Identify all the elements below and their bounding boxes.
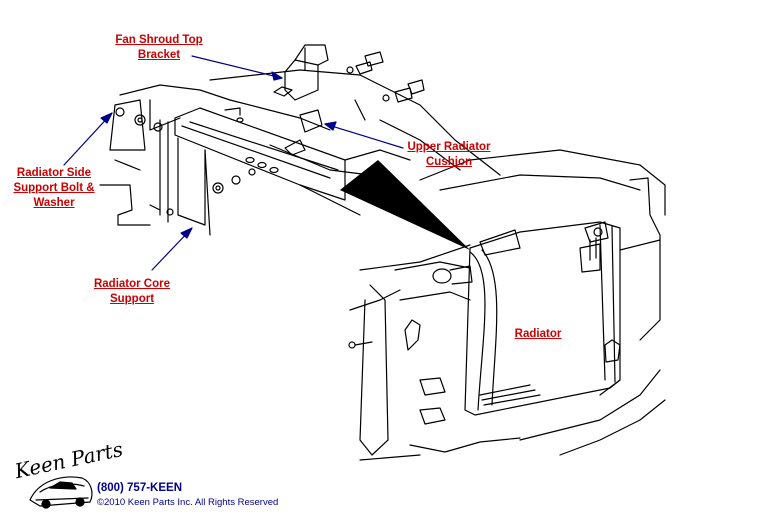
phone-number: (800) 757-KEEN bbox=[97, 482, 183, 494]
copyright-notice: ©2010 Keen Parts Inc. All Rights Reserve… bbox=[97, 497, 279, 508]
leader-arrows bbox=[63, 55, 404, 271]
fan-shroud-arrowhead bbox=[271, 71, 283, 81]
label-radiator-core-support: Radiator Core Support bbox=[80, 277, 184, 307]
zoom-pointer bbox=[340, 160, 470, 250]
label-upper-radiator-cushion: Upper Radiator Cushion bbox=[394, 140, 504, 170]
side-support-line1: Radiator Side bbox=[16, 167, 92, 179]
core-support-line2: Support bbox=[109, 293, 155, 305]
keen-parts-logo-icon bbox=[29, 476, 93, 509]
fan-shroud-line2: Bracket bbox=[137, 49, 181, 61]
cushion-arrow-line bbox=[324, 123, 404, 149]
upper-cushion-drawing bbox=[284, 109, 323, 156]
side-bolt-drawing bbox=[115, 107, 256, 194]
upper-cushion-line2: Cushion bbox=[426, 156, 472, 168]
side-bolt-arrow-line bbox=[63, 112, 113, 166]
label-radiator: Radiator bbox=[503, 327, 573, 342]
label-fan-shroud-top-bracket: Fan Shroud Top Bracket bbox=[104, 33, 214, 63]
engine-bay-drawing bbox=[348, 149, 666, 461]
cushion-arrowhead bbox=[324, 121, 337, 131]
radiator-drawing bbox=[432, 221, 621, 416]
fan-shroud-bracket-drawing bbox=[273, 44, 425, 103]
radiator-line1: Radiator bbox=[514, 328, 562, 340]
side-support-line2: Support Bolt & bbox=[13, 182, 95, 194]
upper-cushion-line1: Upper Radiator bbox=[407, 141, 491, 153]
side-support-line3: Washer bbox=[33, 197, 75, 209]
core-support-line1: Radiator Core bbox=[93, 278, 171, 290]
label-radiator-side-support-bolt: Radiator Side Support Bolt & Washer bbox=[4, 166, 104, 211]
fan-shroud-line1: Fan Shroud Top bbox=[115, 34, 203, 46]
core-support-arrowhead bbox=[180, 227, 193, 239]
side-bolt-arrowhead bbox=[100, 112, 113, 124]
fan-shroud-arrow-line bbox=[191, 55, 283, 79]
